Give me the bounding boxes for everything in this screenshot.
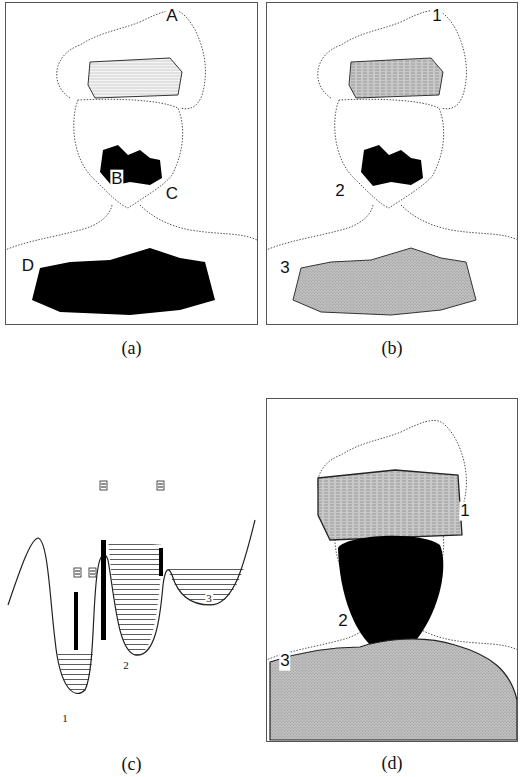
panel-caption: (b) <box>267 338 517 359</box>
head-outline <box>266 420 518 660</box>
callout-number: 2 <box>334 182 345 201</box>
callout-number: 1 <box>431 7 442 26</box>
watershed-plot <box>8 481 255 694</box>
basin-number: 2 <box>122 659 130 671</box>
callout-letter: B <box>110 170 123 189</box>
region-1 <box>349 58 443 98</box>
region-2 <box>361 145 423 186</box>
callout-number: 1 <box>459 502 470 521</box>
region-d <box>32 248 215 315</box>
region-a <box>88 58 182 98</box>
region-3 <box>293 248 476 315</box>
callout-letter: A <box>165 7 178 26</box>
panel-caption: (d) <box>267 753 517 774</box>
head-outline <box>5 10 257 250</box>
figure-panel: (a) <box>5 2 258 325</box>
region-3 <box>270 639 517 740</box>
figure-panel: (c) <box>5 380 258 742</box>
callout-number: 3 <box>279 652 290 671</box>
callout-letter: C <box>165 185 179 204</box>
panel-caption: (a) <box>6 338 257 359</box>
region-1 <box>318 470 462 540</box>
callout-letter: D <box>21 257 35 276</box>
figure-panel: (b) <box>266 2 518 325</box>
callout-number: 2 <box>337 612 348 631</box>
basin-number: 3 <box>205 592 213 604</box>
callout-number: 3 <box>279 259 290 278</box>
region-bc <box>100 145 162 186</box>
panel-caption: (c) <box>5 754 258 775</box>
figure-panel: (d) <box>266 398 518 742</box>
basin-number: 1 <box>61 712 69 724</box>
head-outline <box>266 10 518 250</box>
